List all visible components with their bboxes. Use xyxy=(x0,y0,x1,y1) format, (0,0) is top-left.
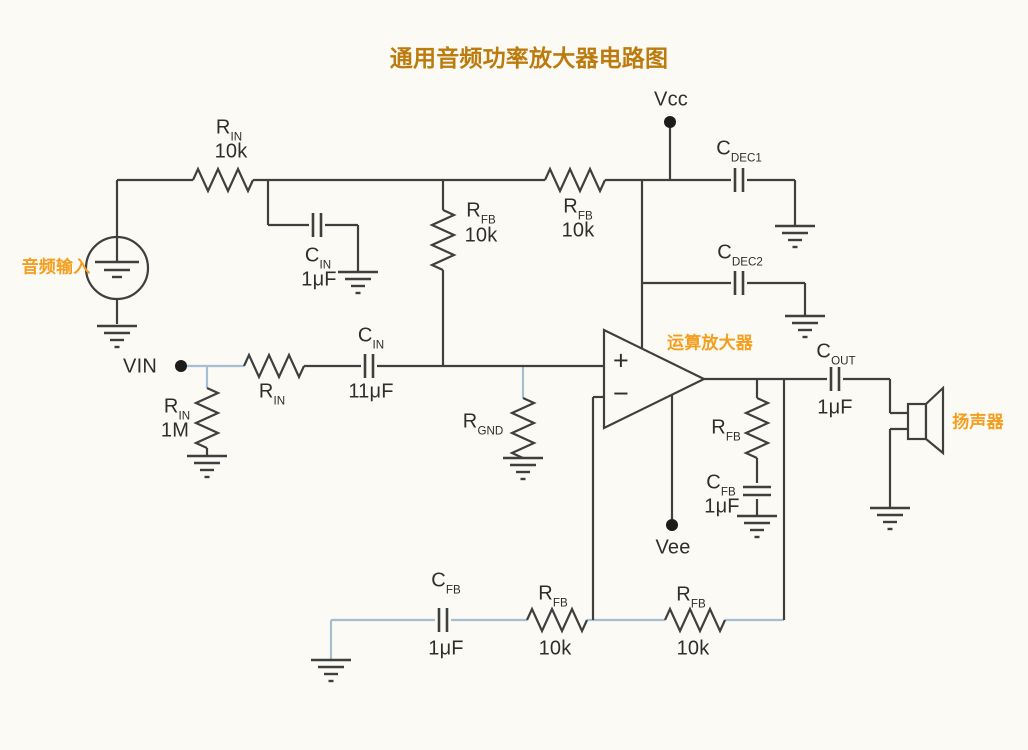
signal-wires-alt xyxy=(185,364,784,660)
value-c-fb-out: 1μF xyxy=(704,495,740,518)
label-c-fb-out: CFB xyxy=(706,471,736,499)
label-r-gnd: RGND xyxy=(462,410,504,438)
wires xyxy=(115,126,908,620)
label-r-fb-out: RFB xyxy=(711,416,741,444)
ground-icon xyxy=(773,224,817,249)
capacitor-c-in-series xyxy=(363,352,375,380)
value-c-fb-bottom: 1μF xyxy=(428,637,464,660)
value-c-out: 1μF xyxy=(817,396,853,419)
label-r-fb-bottom1: RFB xyxy=(538,582,568,610)
resistor-r-fb-bottom2 xyxy=(663,607,727,633)
speaker-icon xyxy=(906,385,945,456)
opamp-plus-sign: + xyxy=(613,345,629,376)
capacitor-c-in-top xyxy=(311,211,323,239)
vin-label: VIN xyxy=(123,355,157,378)
label-r-in-series: RIN xyxy=(258,380,286,408)
resistor-r-fb-top xyxy=(543,167,607,193)
vee-label: Vee xyxy=(655,536,691,559)
value-r-fb-bottom2: 10k xyxy=(676,637,710,660)
opamp-minus-sign: − xyxy=(613,378,629,409)
opamp-label: 运算放大器 xyxy=(667,333,753,353)
ground-icon xyxy=(868,506,912,531)
resistor-r-fb-bottom1 xyxy=(525,607,589,633)
ground-icon xyxy=(95,324,139,349)
speaker-label: 扬声器 xyxy=(952,412,1004,432)
value-r-in-shunt: 1M xyxy=(160,419,190,442)
label-r-fb-bottom2: RFB xyxy=(676,583,706,611)
capacitor-c-dec1 xyxy=(733,166,745,194)
label-c-in-top: CIN xyxy=(304,244,332,272)
vcc-label: Vcc xyxy=(654,88,688,111)
capacitor-c-fb-bottom xyxy=(437,606,449,634)
label-r-fb-top: RFB xyxy=(563,195,593,223)
resistor-r-fb-out xyxy=(744,396,770,460)
audio-source-icon xyxy=(84,235,150,301)
label-c-dec2: CDEC2 xyxy=(717,241,763,269)
resistor-r-gnd xyxy=(510,396,536,460)
capacitor-c-dec2 xyxy=(733,269,745,297)
ground-icon xyxy=(735,514,779,539)
value-c-in-series: 11μF xyxy=(348,380,394,403)
ground-icon xyxy=(783,314,827,339)
value-r-fb-bottom1: 10k xyxy=(538,637,572,660)
capacitor-c-out xyxy=(829,365,841,393)
ground-icon xyxy=(309,658,353,683)
ground-icon xyxy=(185,454,229,479)
resistor-r-in-series xyxy=(242,353,306,379)
resistor-r-fb-vert xyxy=(430,208,456,272)
vin-terminal-dot xyxy=(175,360,187,372)
label-c-out: COUT xyxy=(816,340,856,368)
opamp-triangle xyxy=(602,328,707,430)
ground-icon xyxy=(336,270,380,295)
label-r-in-top: RIN xyxy=(215,116,243,144)
audio-input-label: 音频输入 xyxy=(21,257,91,277)
vee-terminal-dot xyxy=(666,519,678,531)
value-r-fb-top: 10k xyxy=(561,219,595,242)
resistor-r-in-top xyxy=(191,167,255,193)
value-c-in-top: 1μF xyxy=(301,268,337,291)
resistor-r-in-shunt xyxy=(194,386,220,450)
capacitor-c-fb-out xyxy=(741,485,773,497)
label-c-in-series: CIN xyxy=(357,324,385,352)
value-r-fb-vert: 10k xyxy=(464,224,498,247)
value-r-in-top: 10k xyxy=(214,140,248,163)
label-r-in-shunt: RIN xyxy=(163,395,191,423)
ground-icon xyxy=(501,456,545,481)
label-r-fb-vert: RFB xyxy=(466,199,496,227)
page-title: 通用音频功率放大器电路图 xyxy=(389,45,669,71)
label-c-fb-bottom: CFB xyxy=(431,569,461,597)
label-c-dec1: CDEC1 xyxy=(716,137,762,165)
vcc-terminal-dot xyxy=(664,116,676,128)
